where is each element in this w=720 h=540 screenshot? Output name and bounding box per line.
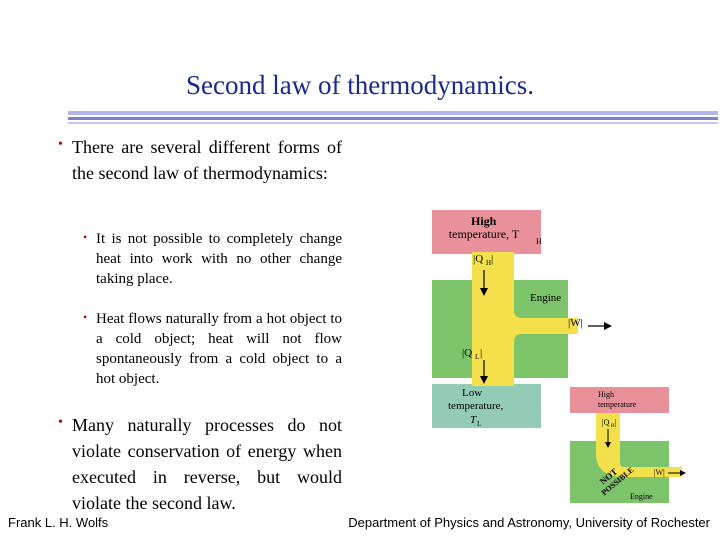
cold-reservoir xyxy=(432,384,541,428)
cold-label-t: T xyxy=(470,414,477,426)
bullet-text: There are several different forms of the… xyxy=(72,137,342,183)
title-divider xyxy=(68,111,718,115)
hot-reservoir xyxy=(432,210,541,254)
heat-engine-diagram: temperature, T High H |Q H | Engine |W| … xyxy=(432,210,612,428)
hot-label: temperature, T xyxy=(449,227,520,241)
qh-close: | xyxy=(615,418,617,427)
arrow-down-icon xyxy=(480,288,488,296)
qh-sub: H xyxy=(611,424,615,429)
sub-bullet-text: It is not possible to completely change … xyxy=(96,231,342,287)
work-label: |W| xyxy=(654,468,665,477)
ql-sub: L xyxy=(475,353,479,361)
hot-label-line2: temperature xyxy=(598,400,637,409)
cold-label-low: Low xyxy=(462,387,482,399)
arrow-right-icon xyxy=(680,470,686,476)
engine-label: Engine xyxy=(630,492,653,501)
engine-label: Engine xyxy=(530,292,561,304)
ql-label: |Q xyxy=(462,347,472,359)
bullet-marker: • xyxy=(83,230,88,244)
work-label: |W| xyxy=(568,317,583,329)
hot-label-sub: H xyxy=(536,237,542,246)
sub-bullet-text: Heat flows naturally from a hot object t… xyxy=(96,311,342,387)
bullet-marker: • xyxy=(83,310,88,324)
page-title: Second law of thermodynamics. xyxy=(186,70,534,100)
footer-author: Frank L. H. Wolfs xyxy=(8,515,109,530)
arrow-right-icon xyxy=(604,322,612,330)
ql-close: | xyxy=(480,347,482,359)
qh-label: |Q xyxy=(473,253,483,265)
title-divider xyxy=(68,122,718,124)
heat-flow-path xyxy=(472,252,578,386)
bullet-marker: • xyxy=(58,415,63,430)
hot-label-line1: High xyxy=(598,390,614,399)
qh-label: |Q xyxy=(602,418,610,427)
cold-label-temp: temperature, xyxy=(448,400,504,412)
arrow-down-icon xyxy=(480,376,488,384)
arrow-down-icon xyxy=(605,442,611,448)
not-possible-diagram: High temperature |Q H | NOT POSSIBLE |W|… xyxy=(570,387,686,503)
bullet-marker: • xyxy=(58,137,63,152)
cold-label-sub: L xyxy=(477,420,481,428)
title-divider xyxy=(68,117,718,120)
footer-department: Department of Physics and Astronomy, Uni… xyxy=(348,515,710,530)
qh-sub: H xyxy=(486,259,491,267)
hot-reservoir xyxy=(570,387,669,413)
qh-close: | xyxy=(491,253,493,265)
bullet-text: Many naturally processes do not violate … xyxy=(72,415,342,513)
hot-label-high: High xyxy=(471,214,497,228)
heat-flow-path xyxy=(596,413,682,477)
